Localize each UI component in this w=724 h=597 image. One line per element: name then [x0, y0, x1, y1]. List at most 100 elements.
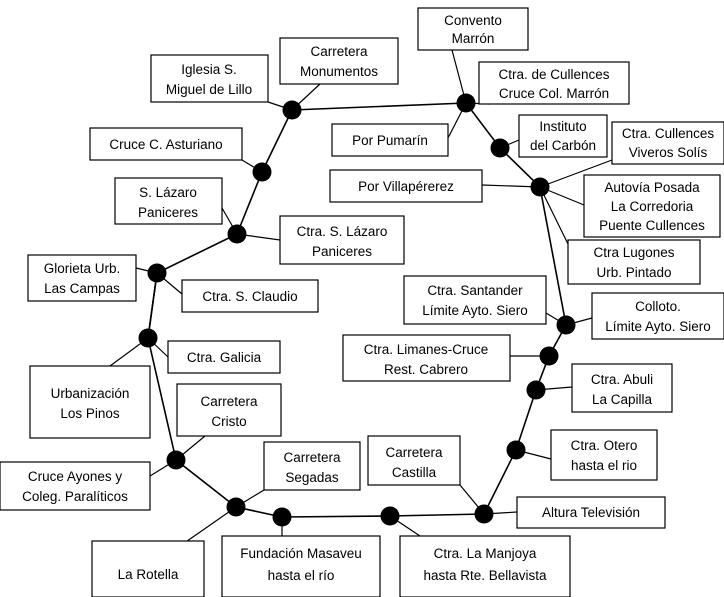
- svg-text:Paniceres: Paniceres: [312, 244, 372, 259]
- label-fundacion-masaveu: Fundación Masaveu hasta el río: [221, 535, 381, 597]
- svg-text:Límite Ayto. Siero: Límite Ayto. Siero: [422, 303, 528, 318]
- svg-text:Ctra. La Manjoya: Ctra. La Manjoya: [434, 546, 537, 561]
- label-altura-television: Altura Televisión: [516, 496, 666, 529]
- svg-text:Ctra. S. Lázaro: Ctra. S. Lázaro: [297, 224, 388, 239]
- svg-text:Instituto: Instituto: [539, 119, 586, 134]
- svg-text:Autovía Posada: Autovía Posada: [604, 180, 700, 195]
- node-las-campas: [147, 263, 167, 283]
- svg-text:Paniceres: Paniceres: [138, 205, 198, 220]
- label-instituto-carbon: Instituto del Carbón: [518, 114, 608, 158]
- label-carretera-castilla: Carretera Castilla: [367, 435, 461, 486]
- svg-text:Viveros Solís: Viveros Solís: [629, 145, 708, 160]
- svg-text:Ctra. Abuli: Ctra. Abuli: [591, 372, 653, 387]
- svg-text:Límite Ayto. Siero: Límite Ayto. Siero: [605, 319, 711, 334]
- svg-text:hasta el rio: hasta el rio: [571, 458, 637, 473]
- label-colloto: Colloto. Límite Ayto. Siero: [591, 292, 724, 340]
- svg-text:Marrón: Marrón: [452, 31, 495, 46]
- network-nodes: [138, 93, 576, 527]
- svg-text:Cruce Col. Marrón: Cruce Col. Marrón: [499, 86, 609, 101]
- label-ctra-galicia: Ctra. Galicia: [167, 340, 281, 374]
- svg-text:Carretera: Carretera: [283, 450, 341, 465]
- label-carretera-segadas: Carretera Segadas: [263, 441, 361, 491]
- node-segadas: [226, 497, 246, 517]
- node-villaperez: [530, 177, 550, 197]
- svg-text:Rest. Cabrero: Rest. Cabrero: [384, 362, 468, 377]
- svg-text:Urbanización: Urbanización: [51, 386, 130, 401]
- svg-text:La Rotella: La Rotella: [118, 567, 179, 582]
- svg-text:Cruce C. Asturiano: Cruce C. Asturiano: [109, 137, 222, 152]
- node-colloto: [556, 315, 576, 335]
- svg-text:Coleg. Paralíticos: Coleg. Paralíticos: [22, 489, 128, 504]
- svg-text:Miguel de Lillo: Miguel de Lillo: [166, 82, 252, 97]
- label-boxes: Convento Marrón Carretera Monumentos Igl…: [0, 7, 724, 597]
- node-monumentos: [282, 100, 302, 120]
- node-manjoya: [380, 506, 400, 526]
- label-convento-marron: Convento Marrón: [417, 7, 529, 51]
- svg-text:Altura Televisión: Altura Televisión: [542, 505, 640, 520]
- svg-text:Puente Cullences: Puente Cullences: [599, 218, 705, 233]
- svg-text:Cristo: Cristo: [211, 414, 246, 429]
- node-cristo: [166, 450, 186, 470]
- label-s-lazaro-paniceres: S. Lázaro Paniceres: [114, 177, 223, 225]
- label-ctra-limanes: Ctra. Limanes-Cruce Rest. Cabrero: [342, 334, 511, 382]
- label-ctra-abuli: Ctra. Abuli La Capilla: [571, 363, 673, 413]
- svg-text:hasta Rte. Bellavista: hasta Rte. Bellavista: [423, 568, 547, 583]
- node-convento: [456, 93, 476, 113]
- edge-north: [291, 102, 467, 111]
- svg-text:hasta el río: hasta el río: [268, 568, 335, 583]
- svg-text:Monumentos: Monumentos: [300, 64, 378, 79]
- node-masaveu: [272, 507, 292, 527]
- svg-text:Glorieta Urb.: Glorieta Urb.: [44, 261, 121, 276]
- svg-text:del Carbón: del Carbón: [530, 138, 596, 153]
- svg-text:Cruce Ayones y: Cruce Ayones y: [28, 469, 123, 484]
- label-la-rotella: La Rotella: [91, 540, 205, 597]
- label-ctra-otero: Ctra. Otero hasta el rio: [550, 429, 658, 481]
- svg-text:Carretera: Carretera: [385, 445, 443, 460]
- label-ctra-lugones: Ctra Lugones Urb. Pintado: [567, 239, 701, 285]
- svg-text:Por Villapérerez: Por Villapérerez: [358, 179, 454, 194]
- label-glorieta-las-campas: Glorieta Urb. Las Campas: [27, 254, 137, 302]
- label-ctra-cullences-col-marron: Ctra. de Cullences Cruce Col. Marrón: [478, 61, 630, 105]
- label-ctra-s-lazaro-paniceres: Ctra. S. Lázaro Paniceres: [279, 215, 405, 265]
- svg-text:Ctra Lugones: Ctra Lugones: [593, 245, 674, 260]
- svg-text:Ctra. Otero: Ctra. Otero: [571, 438, 638, 453]
- node-cruce-asturiano: [252, 162, 272, 182]
- label-autovia-posada: Autovía Posada La Corredoria Puente Cull…: [583, 174, 721, 238]
- label-cruce-ayones: Cruce Ayones y Coleg. Paralíticos: [0, 461, 151, 511]
- label-iglesia-s-miguel: Iglesia S. Miguel de Lillo: [150, 54, 269, 103]
- label-carretera-cristo: Carretera Cristo: [176, 383, 282, 437]
- label-carretera-monumentos: Carretera Monumentos: [279, 37, 399, 85]
- svg-text:Ctra. Limanes-Cruce: Ctra. Limanes-Cruce: [364, 342, 489, 357]
- svg-text:Los Pinos: Los Pinos: [60, 406, 120, 421]
- svg-text:Urb. Pintado: Urb. Pintado: [596, 265, 671, 280]
- svg-text:Carretera: Carretera: [200, 394, 258, 409]
- label-por-pumarin: Por Pumarín: [331, 123, 449, 157]
- node-s-lazaro: [227, 224, 247, 244]
- label-ctra-cullences-viveros: Ctra. Cullences Viveros Solís: [611, 121, 724, 165]
- label-por-villaperez: Por Villapérerez: [329, 169, 483, 203]
- label-ctra-s-claudio: Ctra. S. Claudio: [181, 279, 319, 313]
- svg-text:Convento: Convento: [444, 13, 502, 28]
- svg-text:Ctra. Cullences: Ctra. Cullences: [622, 126, 715, 141]
- edge-ring-west: [147, 109, 485, 518]
- svg-text:S. Lázaro: S. Lázaro: [139, 185, 197, 200]
- svg-text:Ctra. Santander: Ctra. Santander: [427, 283, 523, 298]
- node-galicia: [138, 328, 158, 348]
- edge-west-arc: [147, 272, 158, 339]
- svg-text:Por Pumarín: Por Pumarín: [352, 133, 428, 148]
- node-abuli: [526, 380, 546, 400]
- label-cruce-c-asturiano: Cruce C. Asturiano: [89, 127, 243, 161]
- svg-text:Carretera: Carretera: [310, 44, 368, 59]
- node-television: [474, 504, 494, 524]
- svg-text:Ctra. S. Claudio: Ctra. S. Claudio: [202, 289, 297, 304]
- node-otero: [506, 440, 526, 460]
- node-instituto: [490, 138, 510, 158]
- node-limanes: [539, 346, 559, 366]
- svg-text:Fundación Masaveu: Fundación Masaveu: [240, 546, 362, 561]
- label-ctra-la-manjoya: Ctra. La Manjoya hasta Rte. Bellavista: [399, 535, 571, 597]
- svg-text:La Corredoria: La Corredoria: [611, 199, 694, 214]
- svg-text:Castilla: Castilla: [392, 465, 437, 480]
- label-ctra-santander: Ctra. Santander Límite Ayto. Siero: [403, 275, 547, 325]
- svg-text:Iglesia S.: Iglesia S.: [181, 62, 237, 77]
